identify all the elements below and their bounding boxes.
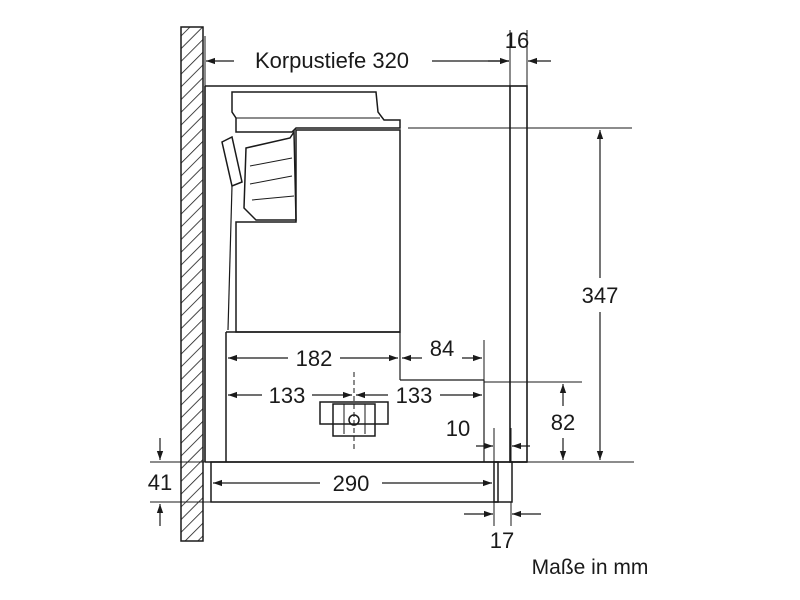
label-16: 16 xyxy=(505,28,529,53)
label-17: 17 xyxy=(490,528,514,553)
label-133-left: 133 xyxy=(269,383,306,408)
extractor-hood xyxy=(210,91,513,503)
wall xyxy=(180,26,204,542)
cabinet-body xyxy=(204,36,528,463)
label-182: 182 xyxy=(296,346,333,371)
label-84: 84 xyxy=(430,336,454,361)
mounting-bracket xyxy=(319,372,389,452)
label-depth: Korpustiefe 320 xyxy=(255,48,409,73)
label-290: 290 xyxy=(333,471,370,496)
label-41: 41 xyxy=(148,470,172,495)
label-82: 82 xyxy=(551,410,575,435)
label-10: 10 xyxy=(446,416,470,441)
extension-lines xyxy=(150,30,634,526)
dimension-labels: Korpustiefe 320 16 347 182 84 133 133 82… xyxy=(148,28,649,579)
dimension-lines xyxy=(156,57,604,526)
label-133-right: 133 xyxy=(396,383,433,408)
units-note: Maße in mm xyxy=(532,556,649,579)
label-347: 347 xyxy=(582,283,619,308)
